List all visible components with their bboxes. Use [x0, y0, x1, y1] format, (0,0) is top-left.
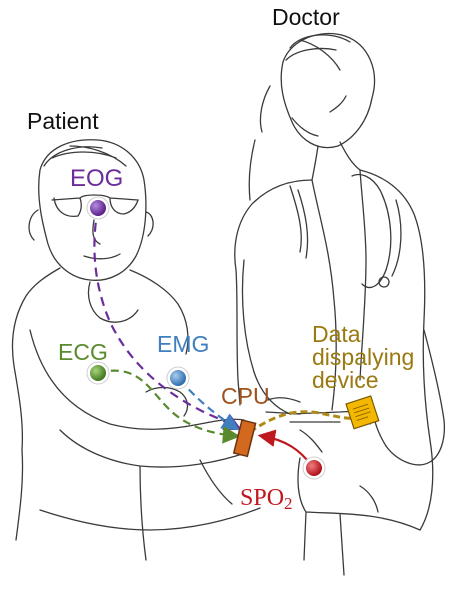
data-device-connection	[249, 410, 359, 434]
patient-label: Patient	[27, 108, 99, 134]
eog-label: EOG	[70, 165, 124, 192]
doctor-illustration	[234, 32, 446, 576]
data-device-label-line1: Data	[312, 321, 361, 347]
emg-label: EMG	[157, 331, 210, 357]
spo2-sensor-node	[302, 456, 326, 480]
emg-sensor-node	[166, 366, 190, 390]
spo2-label: SPO2	[240, 486, 293, 512]
spo2-label-subscript: 2	[284, 494, 293, 513]
eog-sensor-node	[86, 196, 110, 220]
data-display-device	[345, 395, 380, 430]
cpu-block	[232, 419, 257, 458]
ecg-sensor-node	[86, 361, 110, 385]
data-device-label: Data dispalying device	[312, 323, 414, 392]
spo2-connection	[257, 429, 313, 467]
doctor-label: Doctor	[272, 4, 340, 30]
ecg-label: ECG	[58, 339, 108, 365]
data-device-label-line3: device	[312, 367, 379, 393]
patient-illustration	[11, 139, 261, 561]
spo2-label-main: SPO	[240, 485, 285, 511]
ecg-connection	[97, 369, 241, 444]
eog-connection	[93, 207, 242, 430]
data-device-label-line2: dispalying	[312, 344, 415, 370]
cpu-label: CPU	[221, 383, 270, 409]
